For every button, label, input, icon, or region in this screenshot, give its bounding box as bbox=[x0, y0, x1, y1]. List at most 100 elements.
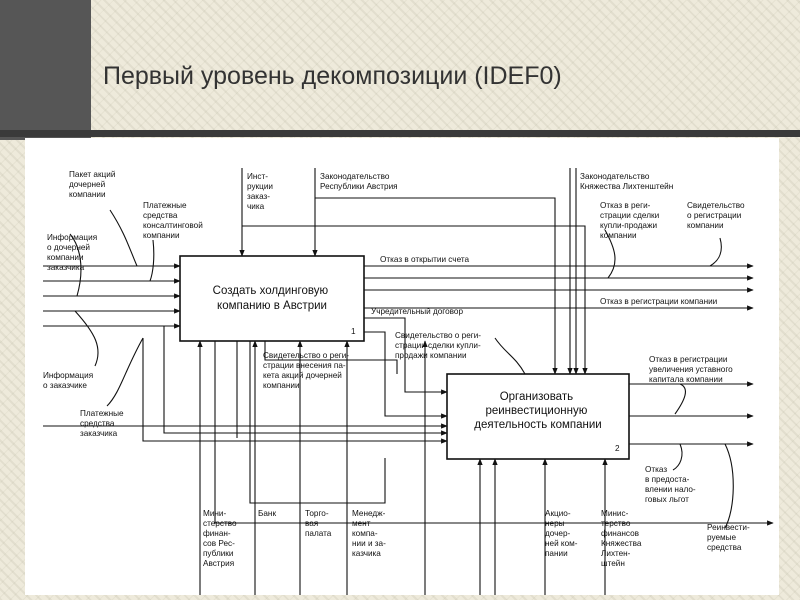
label-chamber-of-commerce: Торго- вая палата bbox=[305, 509, 332, 538]
connector bbox=[249, 341, 386, 504]
label-management: Менедж- мент компа- нии и за- казчика bbox=[352, 509, 388, 558]
slide-side-bar bbox=[0, 0, 91, 140]
block-2-title-line: Организовать bbox=[500, 391, 573, 403]
label-leader bbox=[672, 443, 683, 471]
label-package-certificate: Свидетельство о реги- страции внесения п… bbox=[263, 351, 351, 390]
output-arrow bbox=[214, 341, 774, 526]
label-line: чика bbox=[247, 202, 265, 211]
label-line: о дочерней bbox=[47, 243, 90, 252]
output-arrow bbox=[364, 331, 448, 419]
control-arrow bbox=[315, 197, 558, 375]
label-line: Акцио- bbox=[545, 509, 571, 518]
arrows bbox=[43, 168, 774, 595]
label-line: капитала компании bbox=[649, 375, 723, 384]
label-line: заказчика bbox=[47, 263, 85, 272]
label-finance-ministry-liechtenstein: Минис- терство финансов Княжества Лихтен… bbox=[601, 509, 644, 568]
block-1-title-line: Создать холдинговую bbox=[213, 285, 329, 297]
label-line: Реинвести- bbox=[707, 523, 750, 532]
label-line: влении нало- bbox=[645, 485, 696, 494]
label-refusal-company-registration: Отказ в регистрации компании bbox=[600, 297, 717, 306]
label-line: заказ- bbox=[247, 192, 270, 201]
label-line: компа- bbox=[352, 529, 378, 538]
label-line: средства bbox=[80, 419, 115, 428]
label-line: компании bbox=[69, 190, 106, 199]
label-line: Отказ в реги- bbox=[600, 201, 651, 210]
block-1-title: Создать холдинговую компанию в Австрии bbox=[213, 285, 332, 312]
block-2-frame bbox=[446, 373, 630, 460]
label-leader bbox=[109, 209, 138, 267]
label-line: Свидетельство о реги- bbox=[395, 331, 481, 340]
label-line: Отказ bbox=[645, 465, 667, 474]
label-line: говых льгот bbox=[645, 495, 689, 504]
label-line: увеличения уставного bbox=[649, 365, 733, 374]
label-leader bbox=[494, 337, 526, 375]
label-line: компании bbox=[47, 253, 84, 262]
block-2-title-line: реинвестиционную bbox=[485, 405, 587, 417]
label-line: кета акций дочерней bbox=[263, 371, 342, 380]
label-line: Мини- bbox=[203, 509, 226, 518]
label-line: дочер- bbox=[545, 529, 571, 538]
label-customer-payments: Платежные средства заказчика bbox=[80, 409, 126, 438]
block-1-number: 1 bbox=[351, 327, 356, 336]
label-line: финансов bbox=[601, 529, 639, 538]
label-line: ней ком- bbox=[545, 539, 578, 548]
label-refusal-deal-registration: Отказ в реги- страции сделки купли-прода… bbox=[600, 201, 661, 240]
label-line: руемые bbox=[707, 533, 737, 542]
label-leader bbox=[674, 383, 686, 415]
label-line: стерство bbox=[203, 519, 237, 528]
label-line: компании bbox=[687, 221, 724, 230]
label-shareholders: Акцио- неры дочер- ней ком- пании bbox=[545, 509, 580, 558]
label-refusal-tax-benefits: Отказ в предоста- влении нало- говых льг… bbox=[645, 465, 698, 504]
label-line: рукции bbox=[247, 182, 273, 191]
label-line: компании bbox=[143, 231, 180, 240]
label-line: заказчика bbox=[80, 429, 118, 438]
label-line: Отказ в регистрации bbox=[649, 355, 727, 364]
output-arrow bbox=[364, 317, 448, 395]
label-leader bbox=[69, 233, 82, 297]
label-bank: Банк bbox=[258, 509, 276, 518]
label-line: штейн bbox=[601, 559, 625, 568]
label-line: продажи компании bbox=[395, 351, 467, 360]
block-2-number: 2 bbox=[615, 444, 620, 453]
slide-title-rule bbox=[0, 130, 800, 137]
label-line: страции сделки купли- bbox=[395, 341, 481, 350]
label-line: нии и за- bbox=[352, 539, 386, 548]
block-1-frame bbox=[179, 255, 365, 342]
label-line: в предоста- bbox=[645, 475, 690, 484]
label-subsidiary-info: Информация о дочерней компании заказчика bbox=[47, 233, 99, 272]
label-line: Лихтен- bbox=[601, 549, 631, 558]
block-1-title-line: компанию в Австрии bbox=[217, 300, 327, 312]
label-line: купли-продажи bbox=[600, 221, 657, 230]
label-line: Инст- bbox=[247, 172, 268, 181]
label-line: сов Рес- bbox=[203, 539, 235, 548]
label-line: Информация bbox=[43, 371, 93, 380]
label-line: Банк bbox=[258, 509, 276, 518]
label-liechtenstein-law: Законодательство Княжества Лихтенштейн bbox=[580, 172, 673, 191]
label-line: публики bbox=[203, 549, 233, 558]
label-line: о заказчике bbox=[43, 381, 87, 390]
control-arrow bbox=[242, 225, 588, 375]
label-line: страции внесения па- bbox=[263, 361, 346, 370]
label-package-shares: Пакет акций дочерней компании bbox=[69, 170, 118, 199]
label-line: мент bbox=[352, 519, 371, 528]
label-company-certificate: Свидетельство о регистрации компании bbox=[687, 201, 747, 230]
label-line: Австрия bbox=[203, 559, 234, 568]
label-deal-certificate: Свидетельство о реги- страции сделки куп… bbox=[395, 331, 483, 360]
label-line: Законодательство bbox=[320, 172, 390, 181]
label-line: средства bbox=[143, 211, 178, 220]
label-line: Свидетельство bbox=[687, 201, 745, 210]
label-founding-contract: Учредительный договор bbox=[371, 307, 463, 316]
label-line: неры bbox=[545, 519, 565, 528]
label-line: Пакет акций bbox=[69, 170, 115, 179]
block-2: Организовать реинвестиционную деятельнос… bbox=[446, 373, 630, 460]
label-line: Платежные bbox=[80, 409, 124, 418]
label-customer-info: Информация о заказчике bbox=[43, 371, 95, 390]
label-line: Княжества Лихтенштейн bbox=[580, 182, 673, 191]
label-line: Менедж- bbox=[352, 509, 386, 518]
connector bbox=[264, 341, 398, 374]
label-reinvested-funds: Реинвести- руемые средства bbox=[707, 523, 752, 552]
label-line: пании bbox=[545, 549, 568, 558]
label-line: Платежные bbox=[143, 201, 187, 210]
label-leader bbox=[149, 239, 155, 282]
label-line: Торго- bbox=[305, 509, 329, 518]
